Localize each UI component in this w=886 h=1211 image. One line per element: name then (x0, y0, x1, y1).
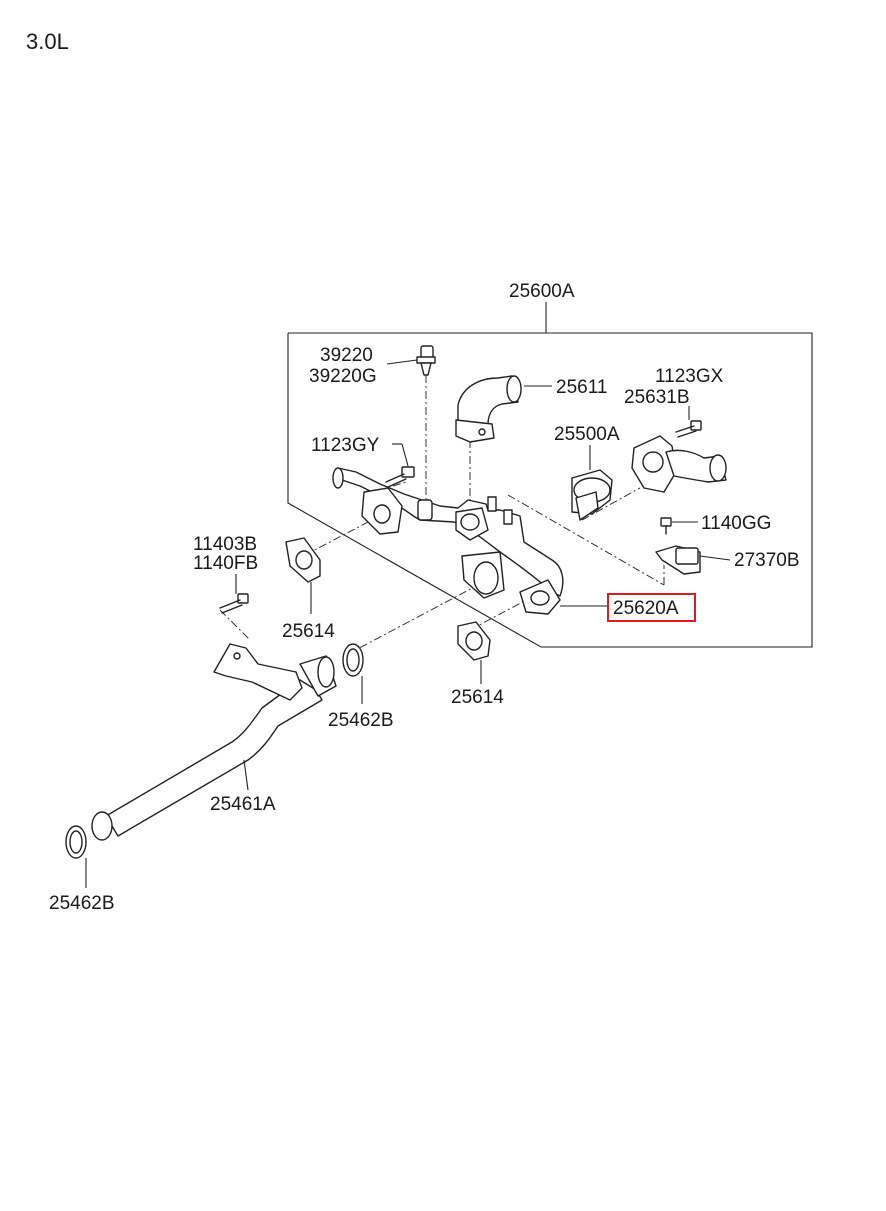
gasket-25614-left[interactable] (285, 537, 321, 583)
o-ring-25462B-mid[interactable] (342, 643, 364, 677)
label-1140FB[interactable]: 1140FB (193, 553, 258, 574)
o-ring-25462B-bottom[interactable] (65, 825, 87, 859)
thermostat-25500A[interactable] (571, 469, 613, 521)
label-1140GG[interactable]: 1140GG (701, 513, 771, 534)
thermostat-housing-25631B[interactable] (631, 435, 727, 493)
label-25500A[interactable]: 25500A (554, 424, 620, 445)
assembly-frame (287, 302, 813, 648)
leader-lines (85, 359, 731, 888)
inlet-pipe-25461A[interactable] (91, 643, 337, 841)
label-25462B-bottom[interactable]: 25462B (49, 893, 115, 914)
label-25461A[interactable]: 25461A (210, 794, 276, 815)
label-39220G[interactable]: 39220G (309, 366, 377, 387)
alignment-lines (219, 375, 665, 656)
sensor-39220[interactable] (416, 345, 436, 376)
outlet-elbow-25611[interactable] (455, 375, 522, 443)
highlight-box-25620A (607, 593, 696, 622)
label-27370B[interactable]: 27370B (734, 550, 800, 571)
bolt-1123GY[interactable] (385, 466, 415, 488)
engine-label: 3.0L (26, 29, 69, 54)
bolt-1140GG[interactable] (660, 517, 672, 535)
label-39220[interactable]: 39220 (320, 345, 373, 366)
gasket-25614-bottom[interactable] (457, 621, 491, 661)
sensor-27370B[interactable] (655, 545, 701, 575)
bolt-1123GX[interactable] (675, 420, 702, 438)
label-25462B-mid[interactable]: 25462B (328, 710, 394, 731)
water-pipe-main[interactable] (332, 467, 564, 615)
label-25620A[interactable]: 25620A (613, 598, 679, 619)
label-1123GX[interactable]: 1123GX (655, 366, 724, 387)
label-25614-bottom[interactable]: 25614 (451, 687, 504, 708)
label-25611[interactable]: 25611 (556, 377, 607, 398)
label-25600A[interactable]: 25600A (509, 281, 575, 302)
label-11403B[interactable]: 11403B (193, 534, 257, 555)
label-25614-left[interactable]: 25614 (282, 621, 335, 642)
label-1123GY[interactable]: 1123GY (311, 435, 380, 456)
bolt-11403B[interactable] (219, 593, 249, 614)
label-25631B[interactable]: 25631B (624, 387, 690, 408)
